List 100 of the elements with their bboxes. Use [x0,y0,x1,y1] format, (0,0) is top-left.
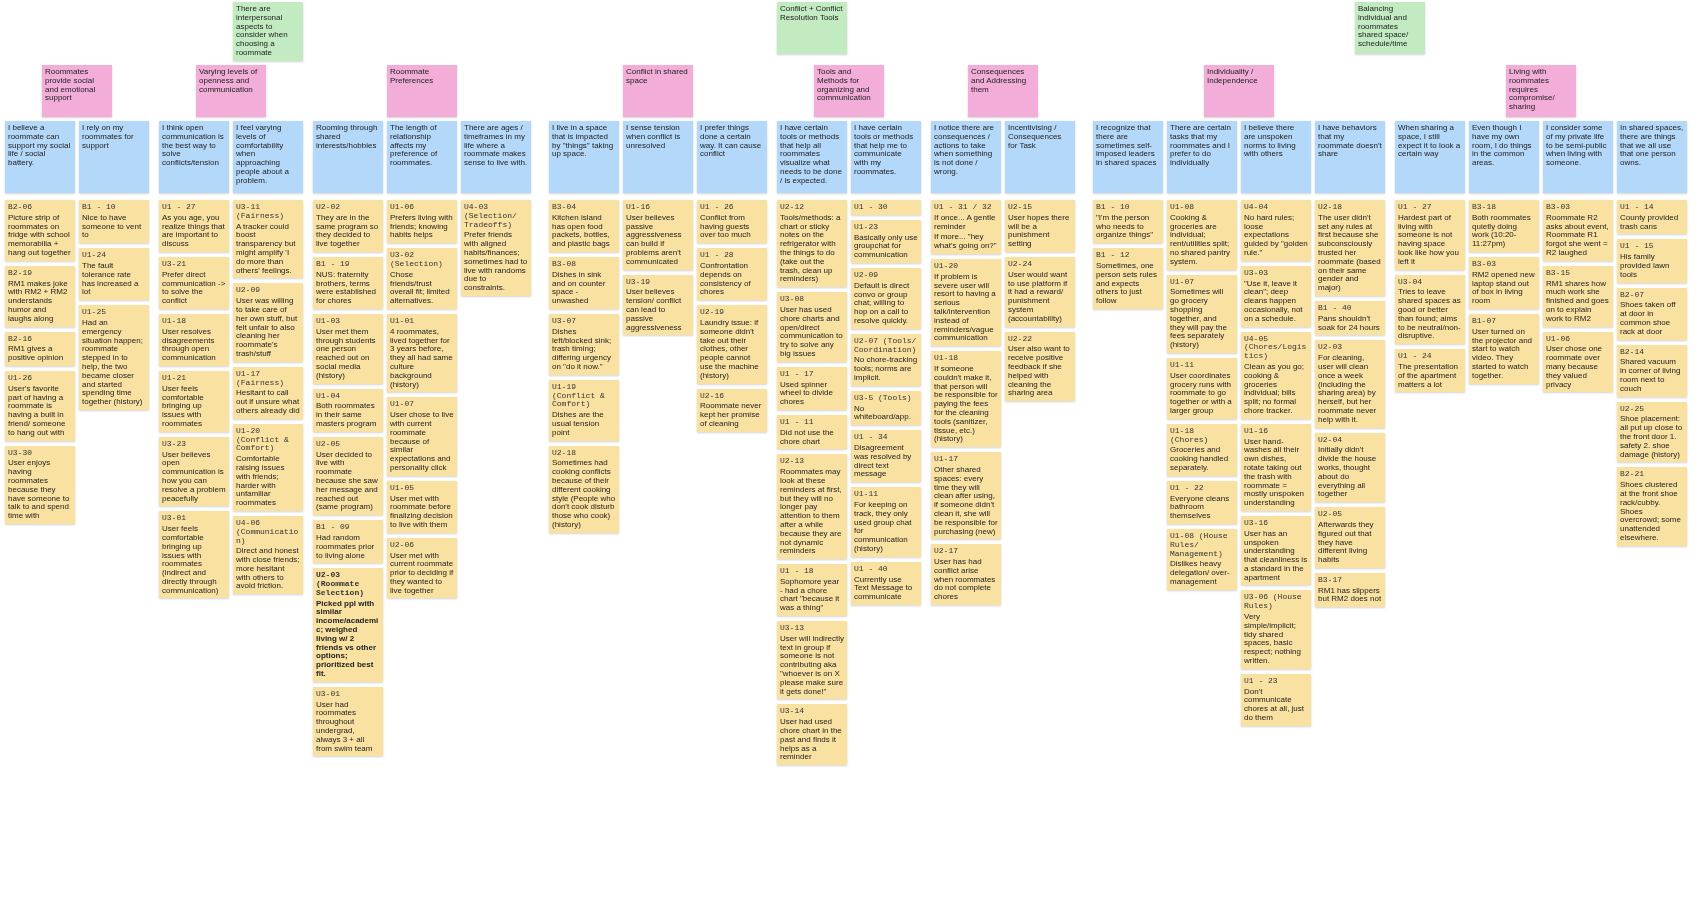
observation-note [1241,331,1311,419]
observation-note [1167,200,1237,270]
observation-note [1167,274,1237,353]
observation-note [5,445,75,524]
observation-note [233,515,303,595]
insight-note [777,121,847,193]
observation-note [1543,331,1613,393]
insight-note [159,121,229,193]
observation-note [777,454,847,560]
cluster-note [1506,65,1576,117]
observation-note [549,313,619,375]
note-text: Had random roommates prior to living alone [316,533,376,561]
note-code: U2-17 [934,547,959,557]
observation-note [1241,515,1311,586]
observation-note [1543,265,1613,327]
note-text: Had an emergency situation happen; roommate stepped in to help, the two became closer and started spending time together (history) [82,318,144,407]
note-code: U3-19 [626,277,651,287]
note-code: U2-25 [1620,404,1645,414]
note-text: Sometimes had cooking conflicts because of their different cooking style (People who don't cook disturb those who cook) (history) [552,459,616,530]
note-code: U3-08 [780,295,805,304]
note-code: B2-06 [8,203,33,212]
note-text: I rely on my roommates for support [82,124,135,151]
observation-note [777,292,847,362]
note-text: I notice there are consequences / actions to take when something is not done / wrong. [934,124,996,177]
note-text: Dishes in sink and on counter space - unwashed [552,270,607,306]
insight-note [623,121,693,193]
note-text: Shared vacuum in corner of living room next to couch [1620,358,1682,394]
note-text: Hardest part of living with someone is not having space look like how you left it [1398,213,1460,267]
note-text: Individuality / Independence [1207,68,1259,86]
note-code: B2-19 [8,268,33,278]
observation-note [5,265,75,327]
note-code: U1 - 27 [1398,203,1433,212]
note-text: There are ages / timeframes in my life where a roommate makes sense to live with. [464,124,528,168]
note-text: Basically only use groupchat for communication [854,233,918,260]
note-text: User enjoys having roommates because they have someone to talk to and spend time with [8,459,71,521]
note-text: Conflict from having guests over too much [700,213,752,241]
observation-note [159,200,229,252]
insight-note [1241,121,1311,193]
note-text: User was willing to take care of her own stuff, but felt unfair to also cleaning her roommate's trash/stuff [236,297,299,359]
observation-note [1617,467,1687,546]
note-code: U2-15 [1008,203,1033,212]
note-text: Default is direct convo or group chat; willing to hop on a call to resolve quickly. [854,281,911,326]
observation-note [1395,274,1465,345]
observation-note [1167,480,1237,524]
note-text: I prefer things done a certain way. It can cause conflict [700,124,763,160]
observation-note [1315,507,1385,568]
observation-note [387,537,457,599]
note-text: User chose one roommate over many because they valued privacy [1546,345,1604,390]
note-code: U4-03 (Selection/ Tradeoffs) [464,203,518,230]
note-text: Clean as you go; cooking & groceries individual; bills split; no formal chore tracker. [1244,362,1306,416]
note-code: U3-5 (Tools) [854,393,913,403]
observation-note [461,200,531,296]
note-text: Kitchen island has open food packets, bottles, and plastic bags [552,213,611,249]
note-text: Roommates provide social and emotional support [45,68,97,104]
theme-note [233,2,303,61]
note-text: Conflict in shared space [626,68,689,86]
note-code: U2-22 [1008,334,1033,344]
note-code: U1 - 15 [1620,242,1655,252]
observation-note [313,520,383,564]
note-text: Incentivising / Consequences for Task [1008,124,1063,151]
note-text: Shoes taken off at door in common shoe rack at door [1620,301,1677,337]
observation-note [851,333,921,386]
note-text: User has used chore charts and open/direct communication to try to solve any big issues [780,305,844,359]
insight-note [1093,121,1163,193]
note-code: U1-06 [1546,334,1571,344]
observation-note [159,257,229,309]
insight-note [1395,121,1465,193]
note-text: If once... A gentle reminder [934,213,997,232]
observation-note [159,436,229,507]
note-code: U1 - 31 / 32 [934,203,993,212]
observation-note [1469,200,1539,252]
note-code: U1-18 [162,316,187,326]
observation-note [387,248,457,309]
note-text: Other shared spaces: every time they will clean after using, if someone didn't clean it, she will be responsible for purchasing (new) [934,465,998,537]
observation-note [79,305,149,410]
note-text: A tracker could boost transparency but might amplify 'I do more than others' feelings. [236,222,297,276]
observation-note [313,388,383,432]
note-text: Roommate Preferences [390,68,435,86]
insight-note [851,121,921,193]
insight-note [313,121,383,193]
note-code: U2-16 [700,391,725,401]
observation-note [79,248,149,301]
observation-note [233,366,303,419]
note-code: U2-18 [552,448,577,458]
observation-note [1093,248,1163,309]
note-text: There are interpersonal aspects to consider when choosing a roommate [236,5,289,58]
observation-note [1395,200,1465,270]
observation-note [777,704,847,766]
note-code: B1 - 19 [316,260,351,269]
note-text: Dishes are the usual tension point [552,411,605,438]
note-code: B2-16 [8,334,33,344]
note-text: Roommates may look at these reminders at first, but they will no longer pay attention to them after a while because they are not dynamic reminders [780,468,843,557]
observation-note [1617,287,1687,340]
observation-note [233,283,303,362]
observation-note [697,388,767,432]
note-code: U2-09 [236,286,261,296]
note-text: The presentation of the apartment matters a lot [1398,362,1460,390]
insight-note [1005,121,1075,193]
observation-note [1617,401,1687,463]
note-text: I have behaviors that my roommate doesn't share [1318,124,1382,160]
